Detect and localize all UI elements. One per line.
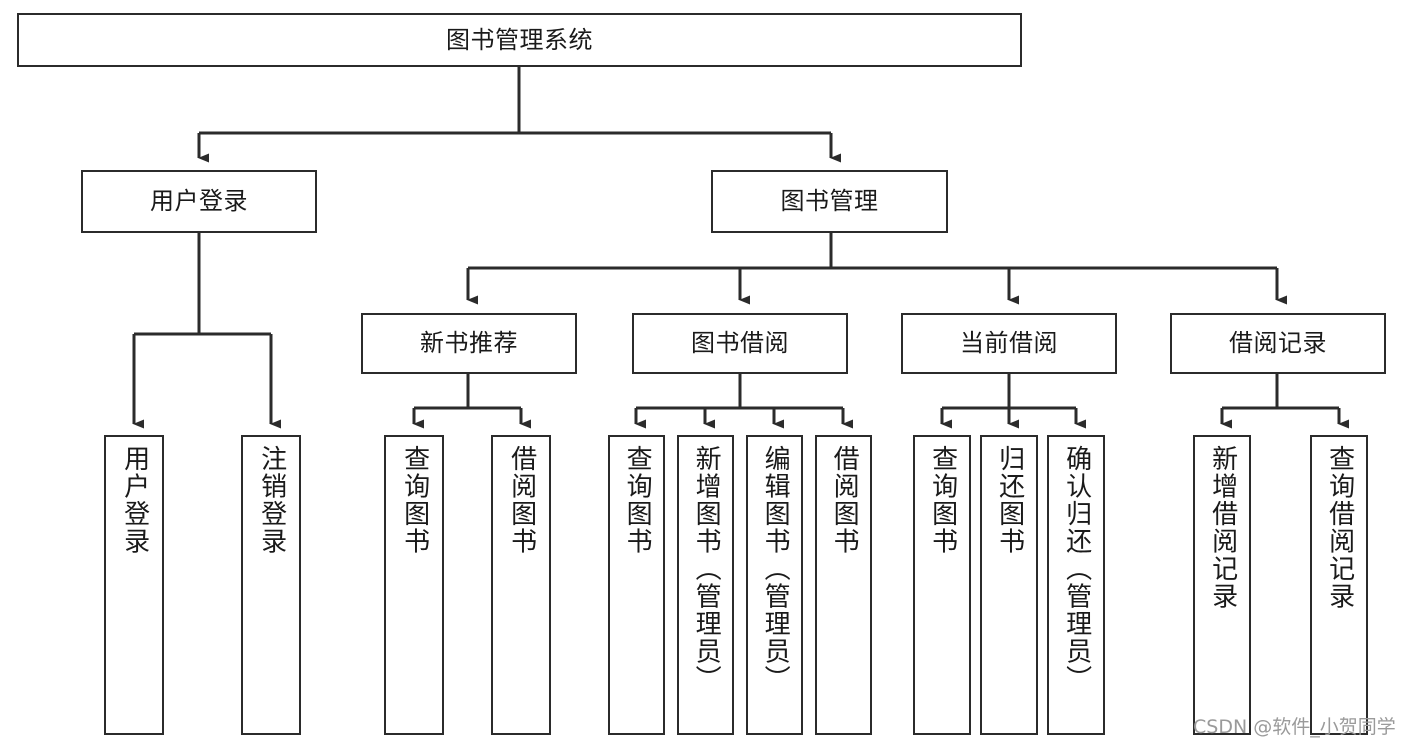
node-leaf-borrow-book-2[interactable]: 借阅图书 (815, 435, 872, 735)
node-leaf-user-login[interactable]: 用户登录 (104, 435, 164, 735)
node-leaf-edit-book-label: 编辑图书（管理员） (760, 445, 791, 693)
node-leaf-query-book-1-label: 查询图书 (399, 445, 430, 555)
node-current-borrow-label: 当前借阅 (960, 329, 1058, 358)
node-book-borrow[interactable]: 图书借阅 (632, 313, 848, 374)
node-leaf-add-book-label: 新增图书（管理员） (691, 445, 722, 693)
node-book-borrow-label: 图书借阅 (691, 329, 789, 358)
node-borrow-record-label: 借阅记录 (1229, 329, 1327, 358)
node-leaf-return-book-label: 归还图书 (994, 445, 1025, 555)
node-leaf-query-book-3-label: 查询图书 (927, 445, 958, 555)
node-leaf-borrow-book-1[interactable]: 借阅图书 (491, 435, 551, 735)
node-borrow-record[interactable]: 借阅记录 (1170, 313, 1386, 374)
node-leaf-confirm-return-label: 确认归还（管理员） (1061, 445, 1092, 693)
node-leaf-borrow-book-2-label: 借阅图书 (829, 445, 860, 555)
node-leaf-add-record-label: 新增借阅记录 (1207, 445, 1238, 610)
node-current-borrow[interactable]: 当前借阅 (901, 313, 1117, 374)
node-leaf-query-record[interactable]: 查询借阅记录 (1310, 435, 1368, 735)
node-leaf-query-book-1[interactable]: 查询图书 (384, 435, 444, 735)
node-user-login[interactable]: 用户登录 (81, 170, 317, 233)
node-leaf-logout-label: 注销登录 (256, 445, 287, 555)
node-leaf-query-record-label: 查询借阅记录 (1324, 445, 1355, 610)
node-leaf-return-book[interactable]: 归还图书 (980, 435, 1038, 735)
node-user-login-label: 用户登录 (150, 187, 248, 216)
node-book-manage-label: 图书管理 (780, 187, 879, 216)
node-leaf-confirm-return[interactable]: 确认归还（管理员） (1047, 435, 1105, 735)
node-leaf-query-book-2-label: 查询图书 (622, 445, 653, 555)
node-leaf-borrow-book-1-label: 借阅图书 (506, 445, 537, 555)
node-leaf-query-book-3[interactable]: 查询图书 (913, 435, 971, 735)
node-root-label: 图书管理系统 (446, 25, 593, 54)
node-leaf-logout[interactable]: 注销登录 (241, 435, 301, 735)
node-leaf-query-book-2[interactable]: 查询图书 (608, 435, 665, 735)
node-new-book-rec-label: 新书推荐 (420, 329, 518, 358)
node-leaf-user-login-label: 用户登录 (119, 445, 150, 555)
csdn-watermark: CSDN @软件_小贺同学 (1193, 716, 1396, 738)
node-leaf-add-record[interactable]: 新增借阅记录 (1193, 435, 1251, 735)
node-leaf-add-book[interactable]: 新增图书（管理员） (677, 435, 734, 735)
node-root[interactable]: 图书管理系统 (17, 13, 1022, 67)
node-book-manage[interactable]: 图书管理 (711, 170, 948, 233)
node-leaf-edit-book[interactable]: 编辑图书（管理员） (746, 435, 803, 735)
node-new-book-rec[interactable]: 新书推荐 (361, 313, 577, 374)
